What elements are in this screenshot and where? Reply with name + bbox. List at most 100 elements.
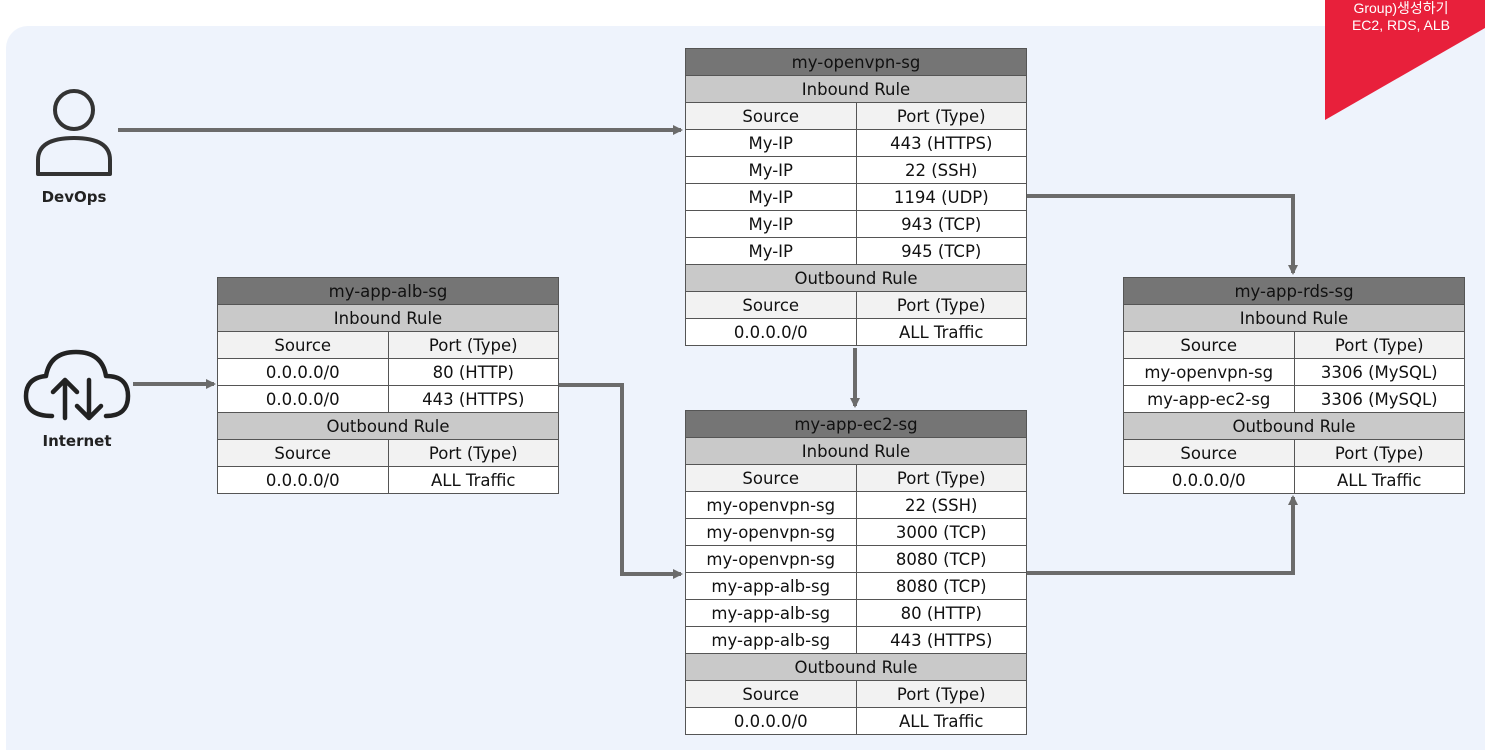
source-cell: My-IP [748, 133, 793, 153]
source-cell: My-IP [748, 214, 793, 234]
table-row: 0.0.0.0/0 443 (HTTPS) [218, 385, 558, 412]
inbound-rule-label: Inbound Rule [1239, 308, 1349, 328]
port-cell: ALL Traffic [855, 708, 1027, 734]
arrow-openvpn-to-rds [1026, 194, 1298, 275]
table-row: 0.0.0.0/0 ALL Traffic [686, 318, 1026, 345]
port-cell: 22 (SSH) [855, 492, 1027, 518]
inbound-rule-label: Inbound Rule [333, 308, 443, 328]
table-row: my-openvpn-sg 3306 (MySQL) [1124, 358, 1464, 385]
table-row: 0.0.0.0/0 ALL Traffic [218, 466, 558, 493]
source-cell: My-IP [748, 160, 793, 180]
port-cell: 3306 (MySQL) [1293, 386, 1465, 412]
inbound-rule-label: Inbound Rule [801, 441, 911, 461]
port-cell: 3000 (TCP) [855, 519, 1027, 545]
outbound-rule-label: Outbound Rule [794, 268, 918, 288]
source-cell: my-app-ec2-sg [1147, 389, 1271, 409]
source-header: Source [274, 443, 332, 463]
port-header: Port (Type) [387, 332, 559, 358]
source-cell: my-openvpn-sg [706, 495, 836, 515]
source-cell: my-openvpn-sg [706, 549, 836, 569]
port-header: Port (Type) [1293, 332, 1465, 358]
arrow-alb-to-ec2 [557, 383, 683, 579]
source-cell: 0.0.0.0/0 [733, 711, 808, 731]
source-cell: my-app-alb-sg [711, 576, 831, 596]
source-cell: 0.0.0.0/0 [1171, 470, 1246, 490]
table-row: 0.0.0.0/0 ALL Traffic [1124, 466, 1464, 493]
source-header: Source [742, 295, 800, 315]
table-row: my-openvpn-sg 22 (SSH) [686, 491, 1026, 518]
port-cell: 8080 (TCP) [855, 573, 1027, 599]
port-cell: 8080 (TCP) [855, 546, 1027, 572]
internet-label: Internet [42, 432, 112, 450]
port-cell: ALL Traffic [855, 319, 1027, 345]
source-header: Source [1180, 443, 1238, 463]
devops-actor: DevOps [26, 88, 122, 206]
port-cell: 80 (HTTP) [387, 359, 559, 385]
table-row: My-IP 1194 (UDP) [686, 183, 1026, 210]
table-row: 0.0.0.0/0 80 (HTTP) [218, 358, 558, 385]
port-header: Port (Type) [855, 103, 1027, 129]
port-cell: 3306 (MySQL) [1293, 359, 1465, 385]
sg-title: my-app-alb-sg [328, 281, 448, 301]
port-cell: ALL Traffic [387, 467, 559, 493]
source-cell: my-app-alb-sg [711, 630, 831, 650]
port-cell: 945 (TCP) [855, 238, 1027, 264]
ribbon-text: Group)생성하기 EC2, RDS, ALB [1328, 0, 1474, 34]
source-cell: My-IP [748, 187, 793, 207]
table-row: my-openvpn-sg 8080 (TCP) [686, 545, 1026, 572]
source-header: Source [742, 106, 800, 126]
table-row: 0.0.0.0/0 ALL Traffic [686, 707, 1026, 734]
outbound-rule-label: Outbound Rule [794, 657, 918, 677]
user-icon [36, 89, 112, 176]
table-row: my-app-alb-sg 8080 (TCP) [686, 572, 1026, 599]
outbound-rule-label: Outbound Rule [1232, 416, 1356, 436]
port-cell: 443 (HTTPS) [387, 386, 559, 412]
port-cell: 943 (TCP) [855, 211, 1027, 237]
source-cell: 0.0.0.0/0 [265, 389, 340, 409]
source-header: Source [742, 468, 800, 488]
table-row: my-app-alb-sg 443 (HTTPS) [686, 626, 1026, 653]
source-cell: my-openvpn-sg [1144, 362, 1274, 382]
port-cell: 1194 (UDP) [855, 184, 1027, 210]
source-cell: my-openvpn-sg [706, 522, 836, 542]
port-header: Port (Type) [855, 465, 1027, 491]
port-header: Port (Type) [855, 292, 1027, 318]
table-row: my-openvpn-sg 3000 (TCP) [686, 518, 1026, 545]
table-row: My-IP 945 (TCP) [686, 237, 1026, 264]
internet-actor: Internet [22, 346, 132, 450]
port-cell: 22 (SSH) [855, 157, 1027, 183]
port-header: Port (Type) [1293, 440, 1465, 466]
table-row: my-app-ec2-sg 3306 (MySQL) [1124, 385, 1464, 412]
source-header: Source [274, 335, 332, 355]
table-row: My-IP 943 (TCP) [686, 210, 1026, 237]
port-cell: 443 (HTTPS) [855, 627, 1027, 653]
port-cell: ALL Traffic [1293, 467, 1465, 493]
arrow-ec2-to-rds [1026, 495, 1298, 575]
inbound-rule-label: Inbound Rule [801, 79, 911, 99]
cloud-upload-download-icon [23, 349, 131, 421]
port-cell: 443 (HTTPS) [855, 130, 1027, 156]
table-row: My-IP 22 (SSH) [686, 156, 1026, 183]
source-cell: 0.0.0.0/0 [733, 322, 808, 342]
source-cell: 0.0.0.0/0 [265, 470, 340, 490]
source-header: Source [1180, 335, 1238, 355]
source-cell: 0.0.0.0/0 [265, 362, 340, 382]
port-header: Port (Type) [855, 681, 1027, 707]
table-row: My-IP 443 (HTTPS) [686, 129, 1026, 156]
ribbon-line-1: Group)생성하기 [1353, 0, 1449, 16]
port-header: Port (Type) [387, 440, 559, 466]
port-cell: 80 (HTTP) [855, 600, 1027, 626]
source-header: Source [742, 684, 800, 704]
sg-title: my-app-rds-sg [1234, 281, 1354, 301]
outbound-rule-label: Outbound Rule [326, 416, 450, 436]
source-cell: My-IP [748, 241, 793, 261]
sg-title: my-app-ec2-sg [794, 414, 918, 434]
devops-label: DevOps [41, 188, 107, 206]
sg-title: my-openvpn-sg [791, 52, 921, 72]
